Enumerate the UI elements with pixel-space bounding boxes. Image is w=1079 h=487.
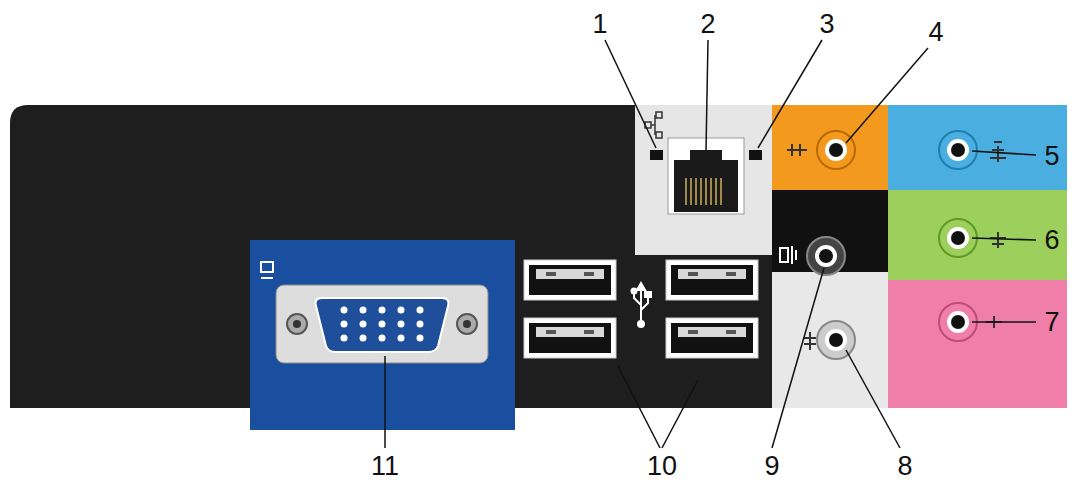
callout-number: 9 <box>764 453 779 480</box>
callout-number: 7 <box>1044 309 1059 336</box>
callout-number: 1 <box>592 11 607 38</box>
callout-number: 4 <box>928 19 943 46</box>
callout-number: 2 <box>700 11 715 38</box>
callout-number: 11 <box>371 453 399 480</box>
callout-number: 6 <box>1044 227 1059 254</box>
callout-number: 5 <box>1044 143 1059 170</box>
callout-number: 3 <box>819 11 834 38</box>
callout-number: 10 <box>647 453 677 480</box>
callout-number: 8 <box>897 453 912 480</box>
